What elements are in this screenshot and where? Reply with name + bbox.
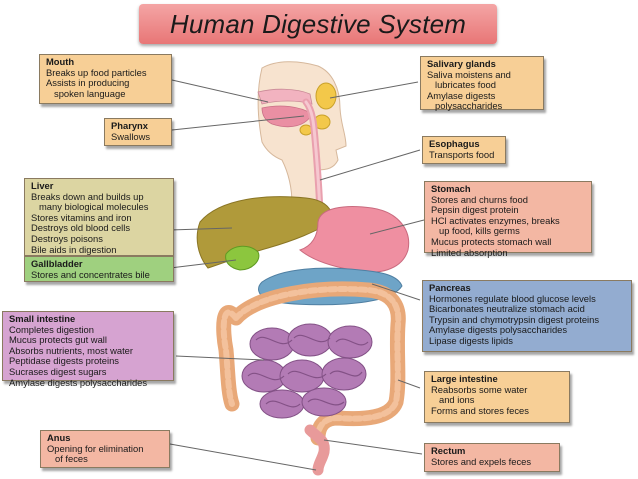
leader-pancreas [371, 283, 421, 301]
label-mouth: Mouth Breaks up food particles Assists i… [39, 54, 172, 104]
label-pancreas-title: Pancreas [429, 282, 471, 293]
label-mouth-line-2: Assists in producing [46, 77, 130, 89]
title-banner: Human Digestive System [139, 4, 497, 44]
rectum [304, 424, 330, 476]
label-anus: Anus Opening for elimination of feces [40, 430, 170, 468]
label-liver-line-5: Destroys poisons [31, 232, 103, 244]
page-title: Human Digestive System [169, 8, 467, 39]
label-salivary-glands-line-3: Amylase digests [427, 89, 496, 101]
label-liver-title: Liver [31, 180, 54, 191]
leader-pharynx [171, 115, 305, 131]
label-small-intestine: Small intestine Completes digestion Mucu… [2, 311, 174, 387]
label-mouth-line-3: spoken language [54, 87, 126, 99]
tongue [261, 105, 313, 128]
label-liver-line-6: Bile aids in digestion [31, 243, 117, 255]
label-pancreas-line-5: Lipase digests lipids [429, 334, 513, 346]
label-small-intestine-line-4: Peptidase digests proteins [9, 355, 119, 367]
label-rectum-title: Rectum [431, 445, 466, 456]
salivary-gland-parotid [315, 82, 337, 110]
label-salivary-glands-title: Salivary glands [427, 58, 496, 69]
leader-stomach [369, 219, 425, 235]
label-large-intestine: Large intestine Reabsorbs some water and… [424, 371, 570, 423]
leader-esophagus [319, 149, 421, 181]
label-gallbladder-line-1: Stores and concentrates bile [31, 268, 150, 280]
label-mouth-line-1: Breaks up food particles [46, 66, 147, 78]
label-liver-line-2: many biological molecules [39, 201, 149, 213]
label-liver-line-3: Stores vitamins and iron [31, 211, 132, 223]
leader-lines [169, 79, 425, 471]
label-salivary-glands-line-2: lubricates food [435, 79, 496, 91]
label-large-intestine-line-3: Forms and stores feces [431, 404, 529, 416]
label-pharynx-line-1: Swallows [111, 130, 151, 142]
leader-small-intestine [175, 355, 265, 361]
label-pancreas-line-4: Amylase digests polysaccharides [429, 324, 568, 336]
leader-mouth [171, 79, 269, 103]
label-small-intestine-title: Small intestine [9, 313, 76, 324]
leader-large-intestine [397, 379, 421, 389]
label-stomach-line-6: Limited absorption [431, 246, 508, 258]
leader-liver [169, 227, 233, 231]
label-anus-line-2: of feces [55, 453, 88, 465]
label-anus-title: Anus [47, 432, 71, 443]
stomach [298, 206, 410, 273]
leader-gallbladder [169, 259, 237, 269]
label-small-intestine-line-1: Completes digestion [9, 323, 94, 335]
label-pharynx: Pharynx Swallows [104, 118, 172, 146]
label-anus-line-1: Opening for elimination [47, 442, 144, 454]
label-pharynx-title: Pharynx [111, 120, 148, 131]
label-stomach-line-3: HCl activates enzymes, breaks [431, 214, 560, 226]
label-gallbladder: Gallbladder Stores and concentrates bile [24, 256, 174, 282]
label-stomach-line-1: Stores and churns food [431, 193, 528, 205]
label-small-intestine-line-6: Amylase digests polysaccharides [9, 376, 148, 388]
label-esophagus-line-1: Transports food [429, 148, 495, 160]
label-stomach-title: Stomach [431, 183, 471, 194]
leader-anus [169, 443, 317, 471]
label-salivary-glands-line-4: polysaccharides [435, 100, 503, 112]
label-salivary-glands: Salivary glands Saliva moistens and lubr… [420, 56, 544, 112]
label-liver-line-4: Destroys old blood cells [31, 222, 131, 234]
label-liver-line-1: Breaks down and builds up [31, 190, 144, 202]
label-salivary-glands-line-1: Saliva moistens and [427, 68, 511, 80]
label-esophagus-title: Esophagus [429, 138, 480, 149]
label-large-intestine-title: Large intestine [431, 373, 498, 384]
oral-cavity [257, 88, 313, 105]
label-stomach: Stomach Stores and churns food Pepsin di… [424, 181, 592, 257]
label-small-intestine-line-3: Absorbs nutrients, most water [9, 344, 134, 356]
label-pancreas: Pancreas Hormones regulate blood glucose… [422, 280, 632, 352]
label-stomach-line-2: Pepsin digest protein [431, 204, 519, 216]
label-rectum: Rectum Stores and expels feces [424, 443, 560, 472]
label-liver: Liver Breaks down and builds up many bio… [24, 178, 174, 256]
label-small-intestine-line-5: Sucrases digest sugars [9, 365, 107, 377]
label-stomach-line-5: Mucus protects stomach wall [431, 235, 552, 247]
label-large-intestine-line-2: and ions [439, 394, 475, 406]
gallbladder [225, 245, 260, 271]
leader-rectum [323, 439, 423, 455]
label-large-intestine-line-1: Reabsorbs some water [431, 383, 528, 395]
small-intestine [241, 323, 373, 419]
label-pancreas-line-2: Bicarbonates neutralize stomach acid [429, 303, 585, 315]
label-pancreas-line-1: Hormones regulate blood glucose levels [429, 292, 596, 304]
salivary-gland-sublingual [299, 124, 313, 136]
leader-salivary [329, 81, 419, 99]
colon-haustra [220, 286, 402, 441]
label-esophagus: Esophagus Transports food [422, 136, 506, 164]
label-mouth-title: Mouth [46, 56, 75, 67]
label-rectum-line-1: Stores and expels feces [431, 455, 532, 467]
label-pancreas-line-3: Trypsin and chymotrypsin digest proteins [429, 313, 600, 325]
label-stomach-line-4: up food, kills germs [439, 225, 520, 237]
label-small-intestine-line-2: Mucus protects gut wall [9, 334, 107, 346]
label-gallbladder-title: Gallbladder [31, 258, 83, 269]
